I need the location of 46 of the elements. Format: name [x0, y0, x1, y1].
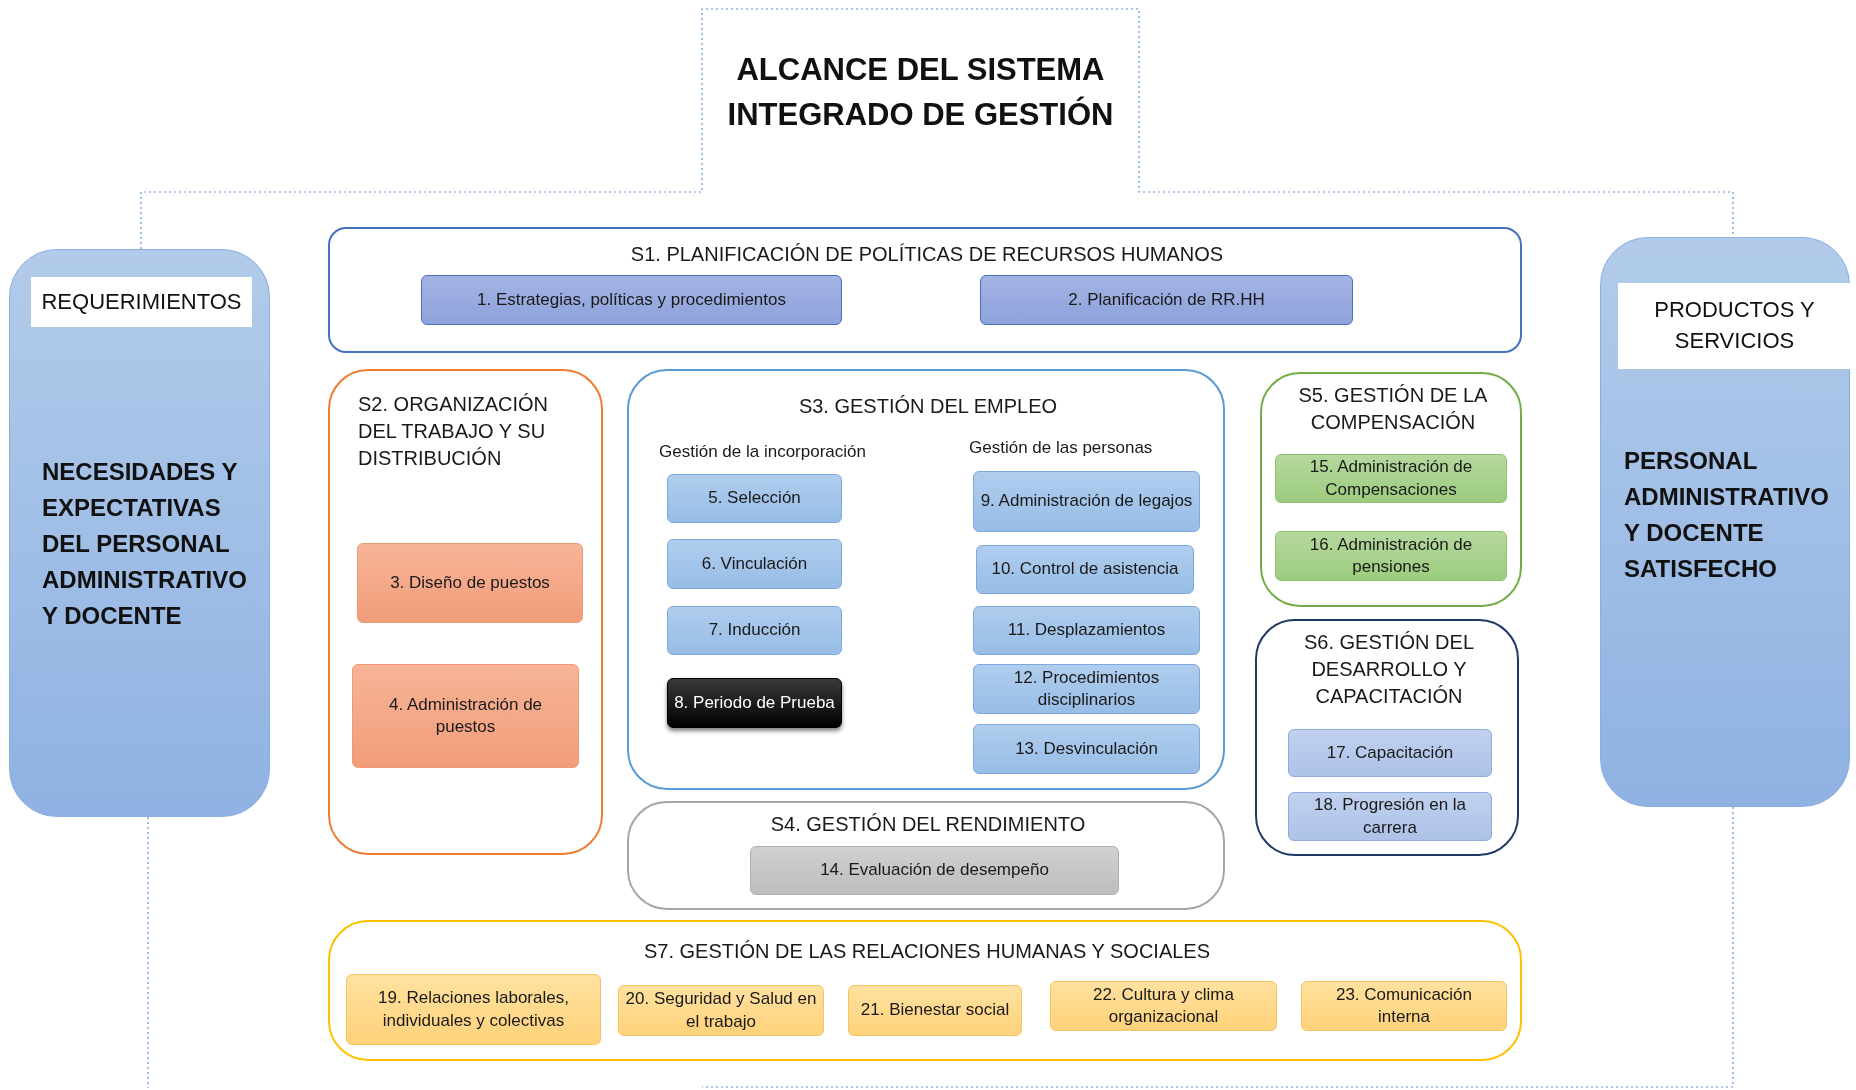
process-box: 7. Inducción: [667, 606, 842, 655]
process-box: 20. Seguridad y Salud en el trabajo: [618, 985, 824, 1036]
section-box: [1255, 619, 1519, 856]
section-heading: S1. PLANIFICACIÓN DE POLÍTICAS DE RECURSOS HUMANOS: [629, 242, 1225, 267]
section-heading: S3. GESTIÓN DEL EMPLEO: [797, 394, 1059, 419]
section-box: [627, 801, 1225, 910]
section-box: [328, 227, 1522, 353]
process-box: 22. Cultura y clima organizacional: [1050, 981, 1277, 1031]
process-box: 12. Procedimientos disciplinarios: [973, 664, 1200, 714]
process-box: 2. Planificación de RR.HH: [980, 275, 1353, 325]
process-box: 5. Selección: [667, 474, 842, 523]
section-heading: S6. GESTIÓN DEL DESARROLLO Y CAPACITACIÓN: [1302, 630, 1476, 709]
process-box: 3. Diseño de puestos: [357, 543, 583, 623]
process-box: 19. Relaciones laborales, individuales y colectivas: [346, 974, 601, 1045]
process-box: 4. Administración de puestos: [352, 664, 579, 768]
subsection-heading: Gestión de las personas: [969, 437, 1154, 459]
process-box: 21. Bienestar social: [848, 985, 1022, 1036]
panel-text: PERSONAL ADMINISTRATIVO Y DOCENTE SATISFECHO: [1624, 446, 1830, 584]
process-box: 9. Administración de legajos: [973, 471, 1200, 532]
section-heading: S4. GESTIÓN DEL RENDIMIENTO: [769, 812, 1087, 837]
process-box: 6. Vinculación: [667, 539, 842, 589]
section-box: [328, 369, 603, 855]
process-box: 17. Capacitación: [1288, 729, 1492, 777]
process-box: 8. Periodo de Prueba: [667, 678, 842, 728]
process-box: 13. Desvinculación: [973, 724, 1200, 774]
side-panel: [9, 249, 270, 817]
process-box: 16. Administración de pensiones: [1275, 531, 1507, 581]
side-panel: [1600, 237, 1850, 807]
section-box: [328, 920, 1522, 1061]
process-box: 10. Control de asistencia: [976, 545, 1194, 594]
section-heading: S5. GESTIÓN DE LA COMPENSACIÓN: [1297, 383, 1489, 435]
process-box: 18. Progresión en la carrera: [1288, 792, 1492, 841]
panel-heading: REQUERIMIENTOS: [31, 277, 252, 327]
section-box: [1260, 372, 1522, 607]
section-box: [627, 369, 1225, 790]
process-box: 1. Estrategias, políticas y procedimientos: [421, 275, 842, 325]
process-box: 14. Evaluación de desempeño: [750, 846, 1119, 895]
process-box: 23. Comunicación interna: [1301, 981, 1507, 1031]
subsection-heading: Gestión de la incorporación: [659, 441, 867, 463]
panel-text: NECESIDADES Y EXPECTATIVAS DEL PERSONAL ADMINISTRATIVO Y DOCENTE: [42, 457, 248, 631]
section-heading: S7. GESTIÓN DE LAS RELACIONES HUMANAS Y SOCIALES: [642, 939, 1212, 964]
diagram-title: ALCANCE DEL SISTEMA INTEGRADO DE GESTIÓN: [726, 51, 1115, 134]
section-heading: S2. ORGANIZACIÓN DEL TRABAJO Y SU DISTRIBUCIÓN: [358, 392, 550, 471]
process-box: 11. Desplazamientos: [973, 606, 1200, 655]
process-box: 15. Administración de Compensaciones: [1275, 454, 1507, 503]
panel-heading: PRODUCTOS Y SERVICIOS: [1618, 283, 1851, 369]
